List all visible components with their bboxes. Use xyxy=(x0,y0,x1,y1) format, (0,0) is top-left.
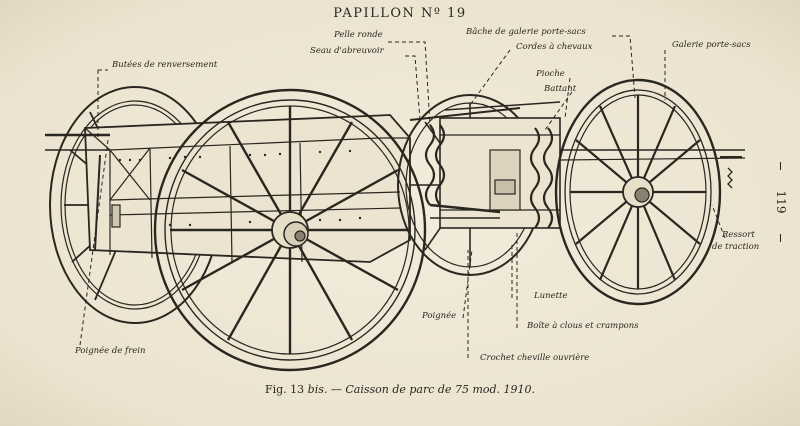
limber-frame xyxy=(409,101,561,229)
front-left-wheel xyxy=(153,88,427,372)
label-seau: Seau d'abreuvoir xyxy=(310,46,384,56)
caisson-body xyxy=(84,114,411,263)
label-cordes: Cordes à chevaux xyxy=(516,42,593,52)
caption-fig-no: Fig. 13 xyxy=(264,383,305,396)
leader-lines xyxy=(79,35,726,358)
caption-fig-suffix: bis. xyxy=(307,383,328,396)
label-pelle: Pelle ronde xyxy=(334,30,383,40)
label-lunette: Lunette xyxy=(534,291,568,301)
label-boite: Boîte à clous et crampons xyxy=(527,321,639,331)
label-ressort-line2: de traction xyxy=(712,242,760,252)
label-battant: Battant xyxy=(544,84,577,94)
label-bache: Bâche de galerie porte-sacs xyxy=(466,27,586,37)
label-butees: Butées de renversement xyxy=(112,60,218,70)
page-number: 119 xyxy=(770,162,792,242)
label-crochet: Crochet cheville ouvrière xyxy=(480,353,590,363)
label-pioche: Pioche xyxy=(536,69,565,79)
label-ressort-line1: Ressort xyxy=(722,230,755,240)
brake-assembly xyxy=(45,133,121,251)
label-poignee: Poignée xyxy=(422,311,457,321)
label-poignee-frein: Poignée de frein xyxy=(75,346,146,356)
page-header: PAPILLON Nº 19 xyxy=(333,6,467,21)
right-wheel xyxy=(554,78,746,306)
figure-caption: Fig. 13 bis. — Caisson de parc de 75 mod… xyxy=(0,383,800,396)
label-galerie: Galerie porte-sacs xyxy=(672,40,751,50)
caption-text: — Caisson de parc de 75 mod. 1910. xyxy=(330,383,536,396)
